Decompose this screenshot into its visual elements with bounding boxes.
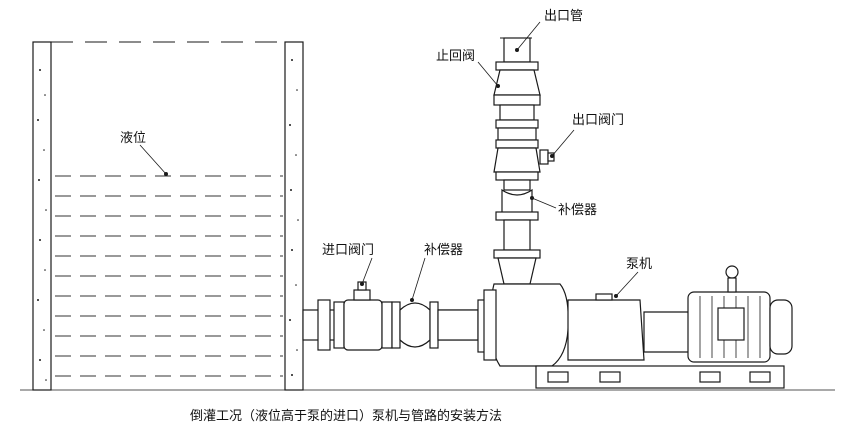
- label-inlet-gate-valve: 进口阀门: [322, 243, 374, 258]
- tank-left-wall: [32, 41, 52, 391]
- label-check-valve: 止回阀: [436, 49, 475, 64]
- label-inlet-compensator: 补偿器: [424, 243, 463, 258]
- label-outlet-gate-valve: 出口阀门: [572, 113, 624, 128]
- lifting-eye: [725, 265, 739, 279]
- base-plate: [535, 365, 785, 389]
- leader-arrows: [164, 48, 618, 302]
- label-outlet-pipe: 出口管: [544, 9, 583, 24]
- inlet-compensator: [391, 301, 439, 349]
- pump-volute: [489, 283, 569, 367]
- concrete-texture: [37, 59, 299, 381]
- inlet-piping: [302, 281, 504, 353]
- check-valve: [493, 69, 541, 121]
- outlet-compensator: [495, 179, 539, 221]
- leader-lines: [139, 21, 639, 301]
- wall-flange: [317, 299, 331, 351]
- label-liquid-level: 液位: [120, 131, 146, 146]
- tank-right-wall: [284, 41, 304, 391]
- pump-assembly: [483, 265, 793, 389]
- outlet-piping: [493, 37, 555, 285]
- inlet-gate-valve: [333, 281, 393, 351]
- figure-caption: 倒灌工况（液位高于泵的进口）泵机与管路的安装方法: [190, 408, 502, 424]
- liquid: [55, 175, 283, 377]
- motor: [687, 265, 793, 363]
- outlet-gate-valve: [493, 127, 555, 173]
- label-pump: 泵机: [626, 257, 652, 272]
- tank: [20, 41, 835, 391]
- label-outlet-compensator: 补偿器: [558, 203, 597, 218]
